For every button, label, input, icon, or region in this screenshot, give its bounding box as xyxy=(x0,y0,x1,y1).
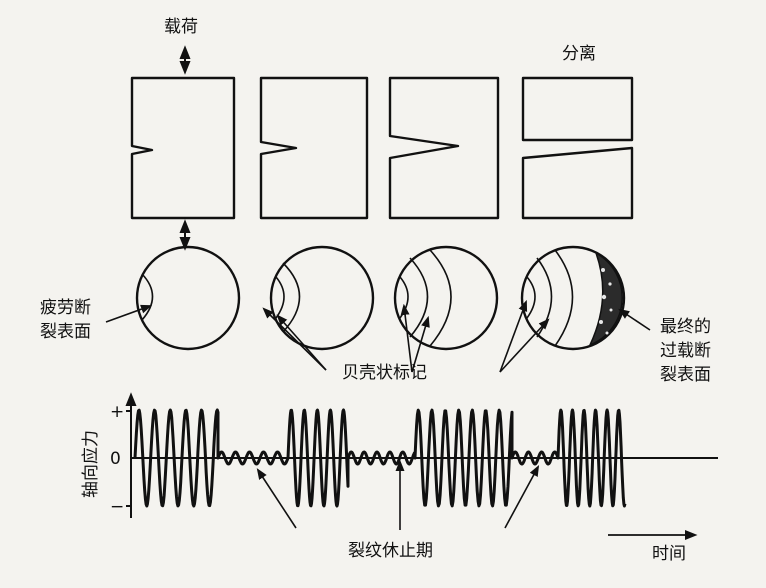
overload-leader xyxy=(618,308,651,331)
fatigue-surface-leader xyxy=(105,304,153,323)
specimen-upper-half xyxy=(521,76,634,142)
y-tick-plus: + xyxy=(110,402,124,422)
beach-mark-3c xyxy=(429,249,452,347)
overload-label-line2: 过载断 xyxy=(660,341,711,361)
beach-mark-leader-6 xyxy=(499,318,550,373)
overload-label-line1: 最终的 xyxy=(660,317,711,337)
beach-mark-leader-1 xyxy=(262,307,327,371)
fracture-surface-1 xyxy=(135,245,241,351)
beach-mark-leader-2 xyxy=(276,314,327,371)
fracture-surface-3 xyxy=(393,245,499,351)
load-label: 载荷 xyxy=(164,17,198,37)
y-tick-minus: − xyxy=(110,497,124,517)
beach-mark-3b xyxy=(409,257,429,338)
beach-marks-label: 贝壳状标记 xyxy=(342,363,427,383)
y-axis-label: 轴向应力 xyxy=(81,430,101,498)
beach-mark-2b xyxy=(282,262,301,333)
y-tick-zero: 0 xyxy=(110,449,121,469)
overload-zone xyxy=(588,251,623,347)
fatigue-surface-label-line2: 裂表面 xyxy=(40,322,91,342)
separation-label: 分离 xyxy=(562,44,596,64)
overload-label-line3: 裂表面 xyxy=(660,365,711,385)
beach-mark-4c xyxy=(554,249,574,347)
overload-texture xyxy=(599,268,613,335)
time-label: 时间 xyxy=(652,544,686,564)
beach-mark-2a xyxy=(275,276,285,319)
arrest-leader-1 xyxy=(256,468,297,529)
fatigue-zone-1 xyxy=(141,273,154,321)
specimen-block-1 xyxy=(130,76,236,220)
specimen-block-3 xyxy=(388,76,500,220)
beach-mark-leader-3 xyxy=(400,303,413,373)
beach-mark-leader-4 xyxy=(411,315,430,373)
fatigue-surface-label-line1: 疲劳断 xyxy=(40,298,91,318)
fracture-surface-4 xyxy=(520,245,626,351)
fracture-surface-2 xyxy=(269,245,375,351)
specimen-lower-half xyxy=(521,146,634,220)
arrest-leader-3 xyxy=(504,465,540,529)
stress-wave xyxy=(133,408,627,508)
beach-mark-leader-5 xyxy=(499,299,528,373)
specimen-block-2 xyxy=(259,76,369,220)
crack-arrest-label: 裂纹休止期 xyxy=(348,541,433,561)
beach-mark-4a xyxy=(526,276,536,319)
